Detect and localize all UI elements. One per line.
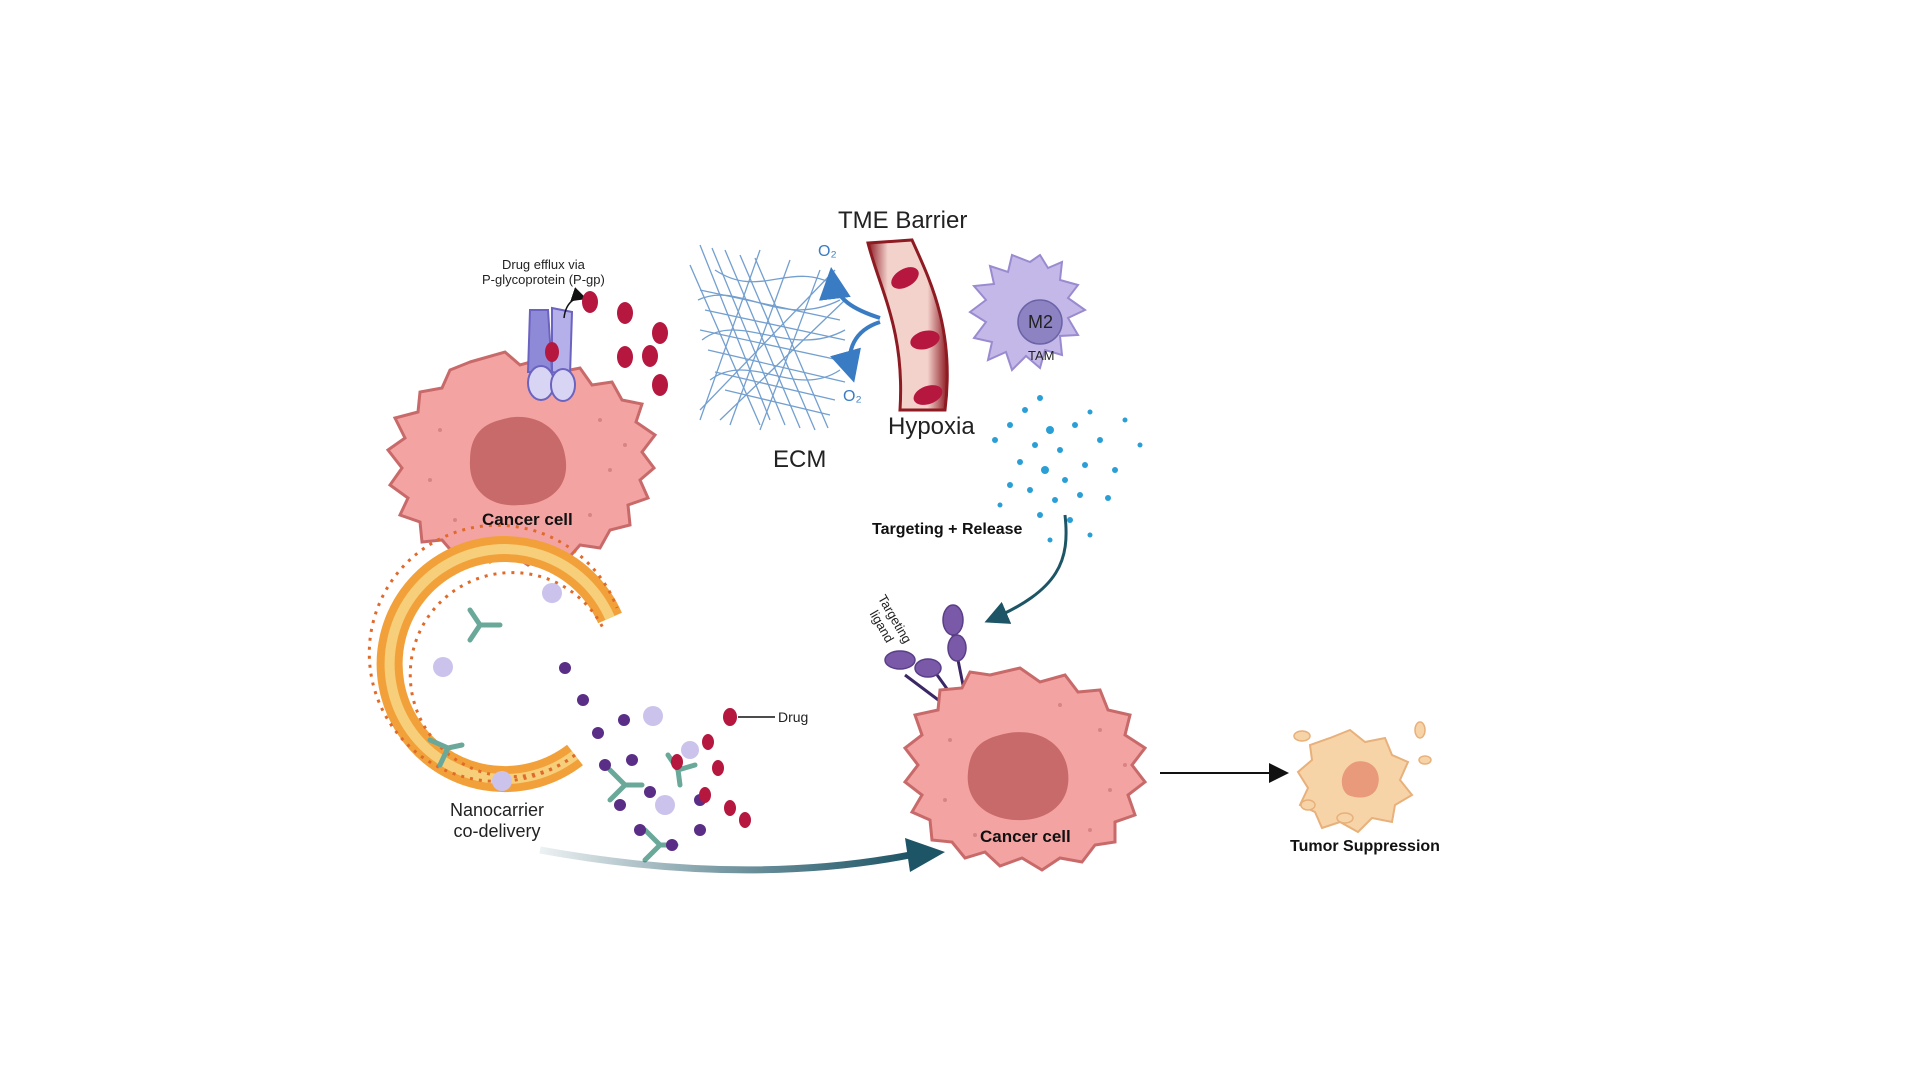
drug-particles: [559, 662, 706, 851]
cancer-cell-bottom: [902, 666, 1148, 872]
m2-tam-macrophage: [968, 253, 1087, 372]
ligand-spheres: [433, 583, 699, 815]
cancer-cell-bottom-label: Cancer cell: [980, 827, 1071, 846]
cytokine-particles: [992, 395, 1143, 543]
targeting-release-arrow: [984, 514, 1068, 624]
o2-label-top: O₂: [818, 243, 837, 260]
nanocarrier-label: Nanocarrier co-delivery: [450, 800, 544, 842]
oxygen-arrows: [818, 267, 881, 383]
co-delivery-arrow: [539, 846, 911, 874]
blood-vessel: [866, 238, 949, 412]
tme-barrier-title: TME Barrier: [838, 207, 968, 234]
drug-efflux-line2: P-glycoprotein (P-gp): [482, 272, 605, 287]
tam-label: TAM: [1028, 348, 1055, 363]
o2-label-bottom: O₂: [843, 388, 862, 405]
cancer-cell-top: [385, 350, 658, 567]
pgp-pump: [526, 287, 587, 402]
drug-efflux-line1: Drug efflux via: [501, 257, 585, 272]
ecm-fibers: [689, 244, 849, 431]
m2-label: M2: [1028, 312, 1054, 332]
targeting-ligands: [884, 604, 967, 707]
drug-legend: [723, 708, 775, 726]
liposome-nanocarrier: [367, 523, 622, 792]
co-delivery-arrowhead: [905, 838, 945, 872]
drug-efflux-label: Drug efflux via P-glycoprotein (P-gp): [482, 257, 605, 287]
effluxed-drugs: [582, 291, 668, 396]
targeting-release-label: Targeting + Release: [872, 521, 1023, 538]
shrunken-tumor: [1293, 721, 1432, 834]
cancer-cell-top-label: Cancer cell: [482, 510, 573, 529]
nanocarrier-line2: co-delivery: [453, 821, 541, 841]
nanocarrier-line1: Nanocarrier: [450, 800, 545, 820]
released-drugs: [671, 734, 751, 828]
hypoxia-label: Hypoxia: [888, 413, 975, 440]
tumor-suppression-label: Tumor Suppression: [1290, 838, 1440, 855]
drug-legend-label: Drug: [778, 709, 809, 725]
ecm-label: ECM: [773, 446, 827, 473]
